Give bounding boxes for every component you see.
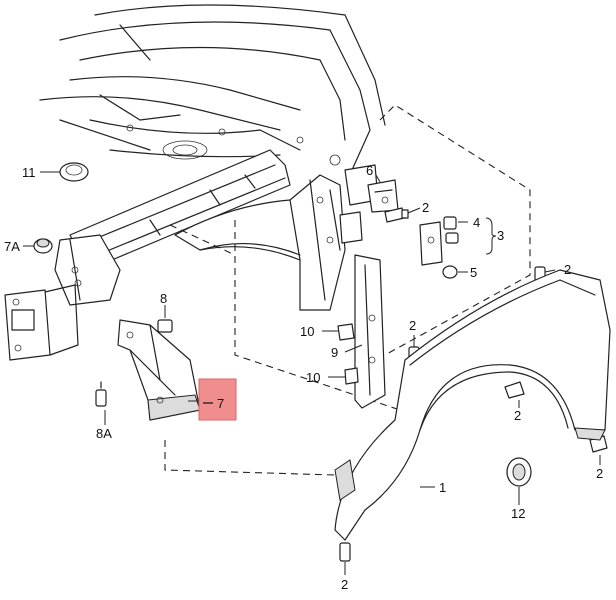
grommets <box>33 162 89 254</box>
callout-8: 8 <box>160 291 167 306</box>
part-7-highlight <box>198 378 237 421</box>
callout-5: 5 <box>470 265 477 280</box>
part-12-grommet <box>506 457 532 487</box>
callout-12: 12 <box>511 506 525 521</box>
bolts-8 <box>95 319 173 407</box>
part-7-air-deflector <box>117 319 201 421</box>
callout-2-rail: 2 <box>409 318 416 333</box>
callout-7a: 7A <box>4 239 20 254</box>
callout-2-bottom: 2 <box>341 577 348 592</box>
callout-1: 1 <box>439 480 446 495</box>
callout-2-fender-rear: 2 <box>596 466 603 481</box>
callout-7: 7 <box>217 396 224 411</box>
callout-6: 6 <box>366 163 373 178</box>
callout-8a: 8A <box>96 426 112 441</box>
callout-10-lower: 10 <box>306 370 320 385</box>
leader-lines <box>23 171 601 575</box>
body-structure <box>4 4 386 361</box>
part-6-bracket <box>367 179 399 213</box>
callout-labels: 11 7A 8 8A 7 6 2 4 3 5 10 9 10 2 2 2 2 1… <box>4 163 603 592</box>
part-9-mounting-rail <box>354 254 386 409</box>
callout-9: 9 <box>331 345 338 360</box>
callout-3: 3 <box>497 228 504 243</box>
fastener-group <box>419 216 459 279</box>
callout-10-upper: 10 <box>300 324 314 339</box>
callout-2-fender-mid: 2 <box>514 408 521 423</box>
bolts-2 <box>339 266 608 562</box>
callout-2-upper: 2 <box>422 200 429 215</box>
callout-4: 4 <box>473 215 480 230</box>
callout-2-fender-top: 2 <box>564 262 571 277</box>
bolt-2-upper <box>384 207 409 223</box>
clips-10 <box>337 323 359 385</box>
part-1-fender <box>334 269 611 541</box>
callout-11: 11 <box>22 165 36 180</box>
